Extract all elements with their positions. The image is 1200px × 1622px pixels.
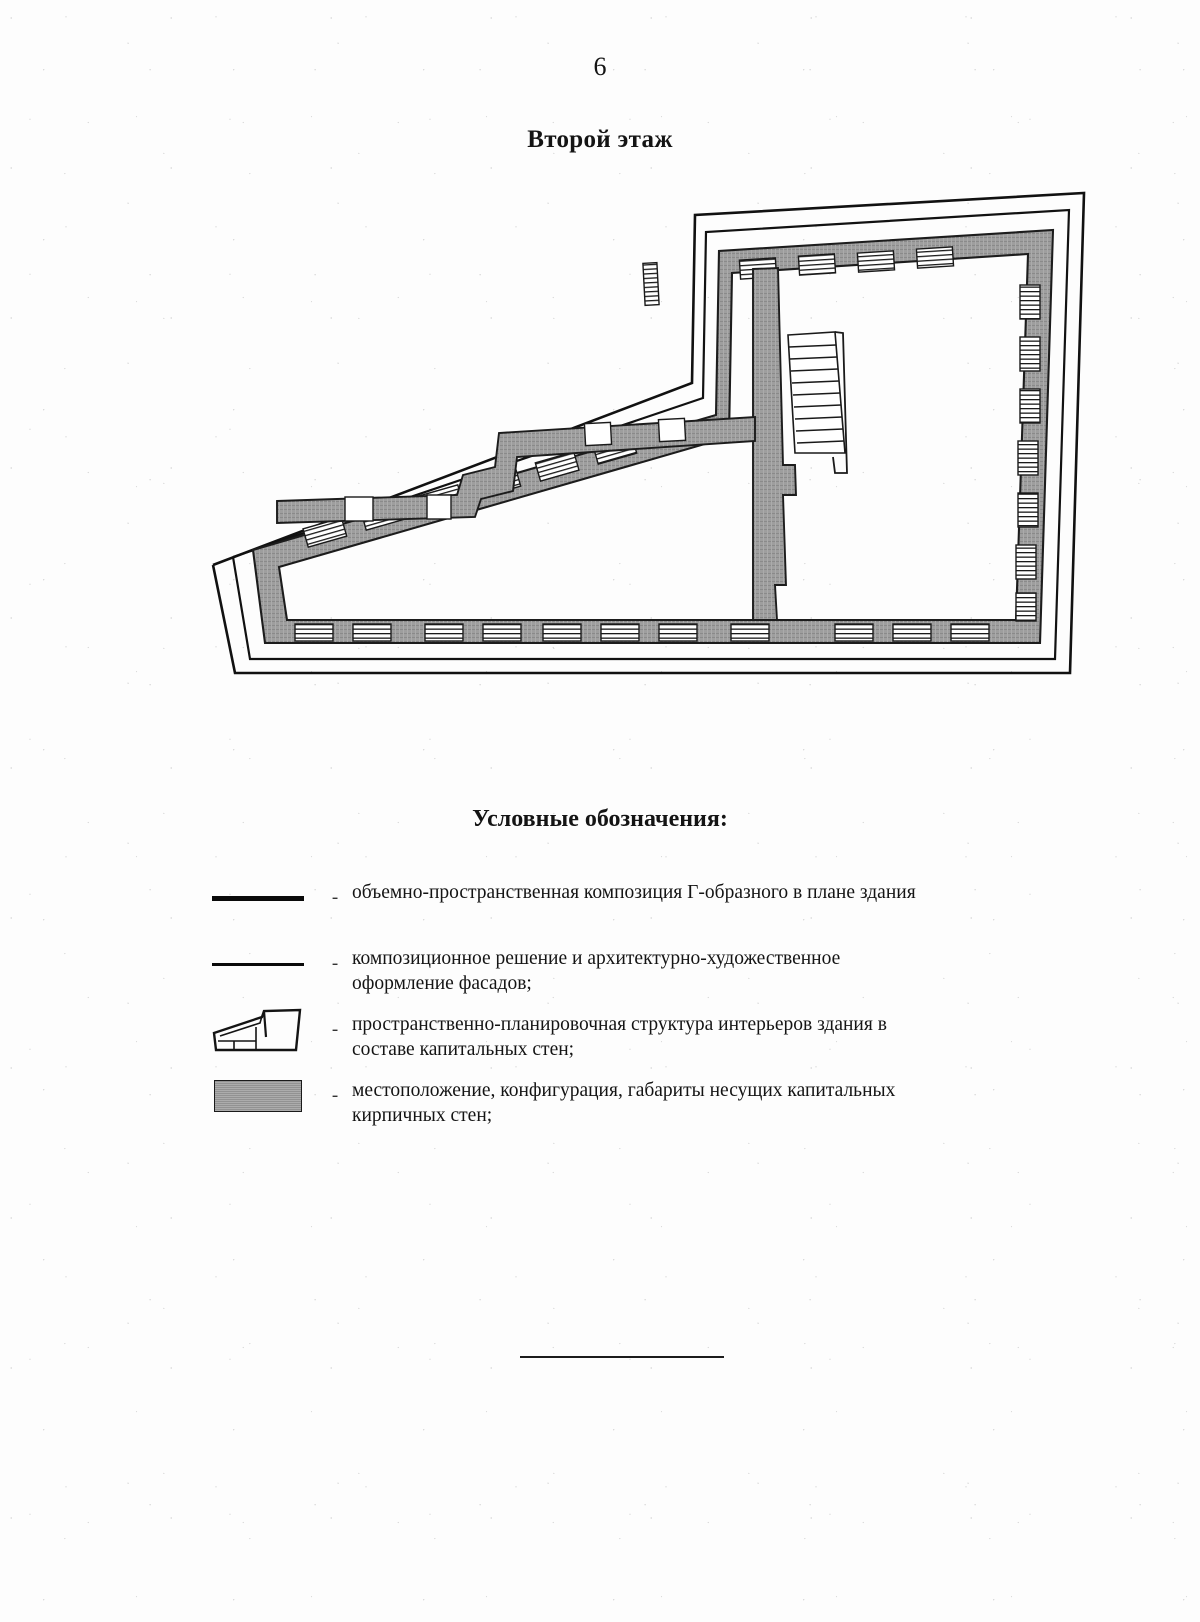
legend-line-2: кирпичных стен;: [352, 1105, 493, 1126]
window-openings-south: [294, 623, 990, 642]
internal-partition-horizontal: [276, 415, 756, 524]
partition-door-openings: [344, 417, 687, 522]
staircase: [787, 331, 848, 474]
floor-plan-drawing: [195, 165, 1105, 705]
outer-contour-lines-inner: [231, 208, 1071, 661]
legend-dash: -: [331, 953, 339, 974]
legend-item-text: объемно-пространственная композиция Г-об…: [352, 876, 1042, 905]
legend-item-text: композиционное решение и архитектурно-ху…: [352, 942, 1042, 996]
page-number: 6: [593, 52, 607, 81]
wall-stub-north: [642, 261, 660, 307]
legend-item: - объемно-пространственная композиция Г-…: [0, 876, 1200, 932]
thin-line-icon: [212, 962, 304, 966]
legend-title: Условные обозначения:: [472, 806, 728, 832]
gray-wall-block-icon: [214, 1080, 302, 1112]
legend-item-text: местоположение, конфигурация, габариты н…: [352, 1074, 1042, 1128]
legend-symbol-thick-line: [198, 876, 318, 920]
legend-line-1: местоположение, конфигурация, габариты н…: [352, 1080, 896, 1101]
window-openings-east: [1015, 284, 1041, 622]
legend-symbol-thin-line: [198, 942, 318, 986]
legend-item: - пространственно-планировочная структур…: [0, 1008, 1200, 1064]
legend-symbol-gray-wall: [198, 1074, 318, 1118]
legend-item: - местоположение, конфигурация, габариты…: [0, 1074, 1200, 1130]
legend-line-2: оформление фасадов;: [352, 973, 532, 994]
thick-line-icon: [212, 895, 304, 901]
legend-list: - объемно-пространственная композиция Г-…: [0, 876, 1200, 1140]
legend-symbol-plan-outline: [198, 1008, 318, 1052]
legend-line-1: пространственно-планировочная структура …: [352, 1014, 887, 1035]
legend-dash: -: [331, 1085, 339, 1106]
internal-partition-vertical: [752, 267, 797, 621]
page-title: Второй этаж: [527, 126, 673, 153]
legend-line-2: составе капитальных стен;: [352, 1039, 575, 1060]
legend-item-text: пространственно-планировочная структура …: [352, 1008, 1042, 1062]
legend-line-1: композиционное решение и архитектурно-ху…: [352, 948, 841, 969]
footer-divider: [520, 1356, 724, 1358]
legend-dash: -: [331, 887, 339, 908]
legend-item: - композиционное решение и архитектурно-…: [0, 942, 1200, 998]
floor-plan-outline-icon: [212, 1008, 302, 1052]
legend-line-1: объемно-пространственная композиция Г-об…: [352, 882, 916, 903]
legend-dash: -: [331, 1019, 339, 1040]
outer-contour-lines: [211, 191, 1086, 675]
